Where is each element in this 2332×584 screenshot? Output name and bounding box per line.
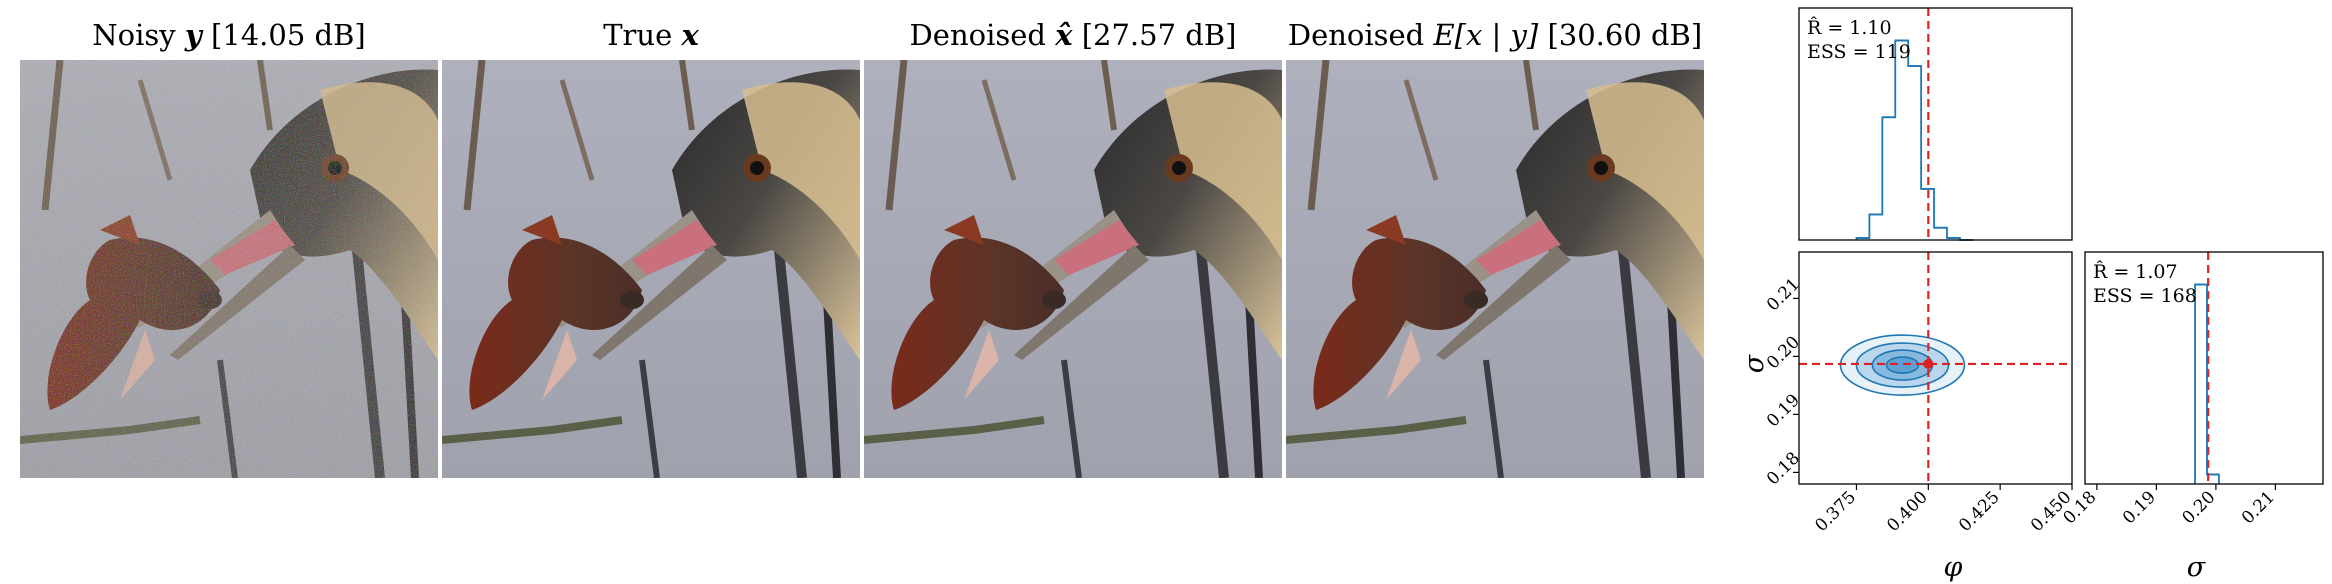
xtick-label: 0.375 bbox=[1811, 487, 1860, 536]
true-value-point bbox=[1923, 358, 1934, 369]
panel-title-posterior-mean: Denoised E[x | y] [30.60 dB] bbox=[1287, 18, 1703, 52]
hist-sigma-outline bbox=[2194, 283, 2220, 484]
xlabel-sigma: σ bbox=[2187, 552, 2207, 583]
ylabel-sigma: σ bbox=[1739, 353, 1770, 373]
xtick-label: 0.19 bbox=[2119, 487, 2160, 528]
rhat-annotation: R̂ = 1.07 bbox=[2093, 261, 2178, 283]
panel-title-denoised: Denoised x̂ [27.57 dB] bbox=[909, 18, 1237, 52]
xtick-label: 0.400 bbox=[1883, 487, 1932, 536]
ess-annotation: ESS = 119 bbox=[1807, 41, 1911, 63]
xlabel-phi: φ bbox=[1944, 552, 1963, 583]
noisy-image bbox=[20, 60, 438, 478]
rhat-annotation: R̂ = 1.10 bbox=[1807, 17, 1892, 39]
panel-title-true: True x bbox=[603, 18, 699, 52]
hist-sigma-frame bbox=[2084, 251, 2324, 485]
contour-frame bbox=[1798, 251, 2073, 485]
xtick-label: 0.20 bbox=[2179, 487, 2220, 528]
xtick-label: 0.425 bbox=[1955, 487, 2004, 536]
hist-phi-outline bbox=[1855, 39, 1973, 241]
contour-level bbox=[1885, 356, 1920, 374]
hist-phi-frame bbox=[1798, 7, 2073, 241]
panel-title-noisy: Noisy y [14.05 dB] bbox=[92, 18, 366, 52]
ytick-label: 0.19 bbox=[1763, 390, 1804, 431]
ess-annotation: ESS = 168 bbox=[2093, 285, 2197, 307]
ytick-label: 0.21 bbox=[1763, 274, 1804, 315]
xtick-label: 0.21 bbox=[2238, 487, 2279, 528]
ytick-label: 0.18 bbox=[1763, 448, 1804, 489]
noisy-image-svg bbox=[20, 60, 438, 478]
